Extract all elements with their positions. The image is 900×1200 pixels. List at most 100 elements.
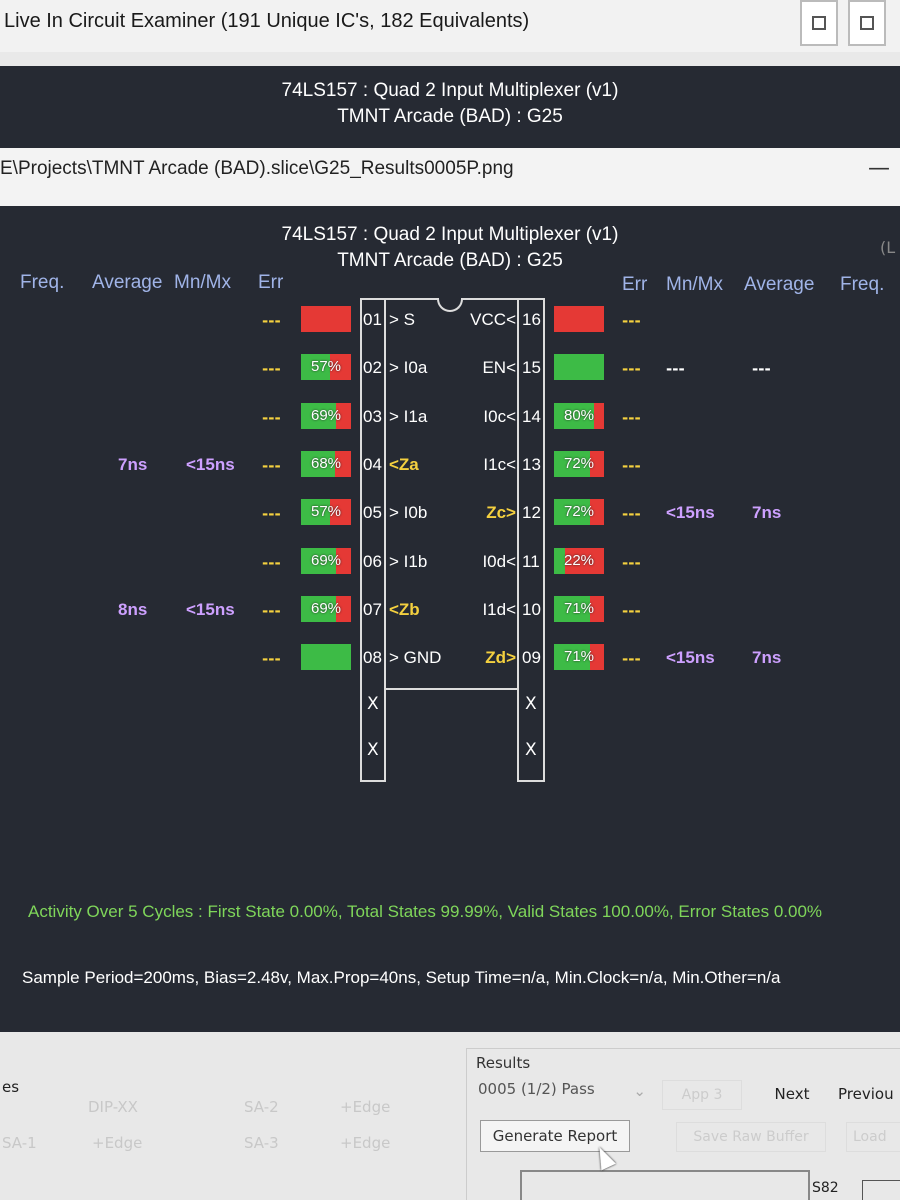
- bar-pass-fill: [301, 644, 351, 671]
- error-count: ---: [262, 505, 281, 524]
- signal-activity-bar: 57%: [301, 499, 351, 526]
- pin-name: > GND: [389, 648, 442, 668]
- pin-name: > S: [389, 310, 415, 329]
- status-text: S82: [812, 1180, 839, 1196]
- generate-report-button[interactable]: Generate Report: [480, 1120, 630, 1152]
- results-label: Results: [476, 1054, 531, 1072]
- sa-2-button[interactable]: SA-2: [244, 1098, 279, 1116]
- error-count: ---: [622, 408, 641, 427]
- bar-percent-label: 71%: [563, 648, 595, 666]
- bar-pass-fill: [554, 499, 590, 526]
- signal-activity-bar: 22%: [554, 547, 604, 574]
- signal-activity-bar: 72%: [554, 450, 604, 477]
- pin-number: 12: [522, 503, 541, 523]
- pin-name: VCC<: [470, 310, 516, 329]
- x-mark: X: [525, 694, 537, 714]
- bar-pass-fill: [301, 402, 336, 429]
- error-count: ---: [622, 456, 641, 475]
- ic-test-panel: 74LS157 : Quad 2 Input Multiplexer (v1) …: [0, 206, 900, 1032]
- panel-board-location: TMNT Arcade (BAD) : G25: [337, 250, 563, 271]
- average-timing: ---: [752, 360, 771, 379]
- bar-pass-fill: [554, 547, 565, 574]
- bar-percent-label: 57%: [310, 503, 342, 521]
- ic-header: 74LS157 : Quad 2 Input Multiplexer (v1) …: [0, 66, 900, 148]
- signal-activity-bar: 68%: [301, 450, 351, 477]
- status-field-right: [862, 1180, 900, 1200]
- sample-parameters: Sample Period=200ms, Bias=2.48v, Max.Pro…: [22, 968, 781, 987]
- pin-number: 05: [363, 503, 382, 523]
- bar-percent-label: 69%: [310, 406, 342, 424]
- corner-label: (L: [880, 238, 896, 257]
- pin-number: 13: [522, 454, 541, 474]
- pin-name: I1d<: [482, 599, 516, 619]
- pin-name: Zc>: [486, 503, 516, 523]
- bar-pass-fill: [301, 354, 330, 381]
- header-mnmx-right: Mn/Mx: [666, 274, 723, 295]
- min-max-timing: <15ns: [186, 454, 235, 474]
- sa-1-button[interactable]: SA-1: [2, 1134, 37, 1152]
- app-button[interactable]: App 3: [662, 1080, 742, 1110]
- signal-activity-bar: [301, 644, 351, 671]
- results-select[interactable]: 0005 (1/2) Pass ⌄: [478, 1080, 654, 1108]
- error-count: ---: [262, 553, 281, 572]
- panel-ic-name: 74LS157 : Quad 2 Input Multiplexer (v1): [281, 224, 619, 245]
- pin-name: I0c<: [483, 406, 516, 426]
- restore-button[interactable]: [848, 0, 886, 46]
- bar-fail-fill: [590, 450, 604, 477]
- minimize-icon[interactable]: —: [868, 156, 890, 181]
- pin-number: 04: [363, 454, 382, 474]
- pin-name: > I1a: [389, 406, 428, 426]
- window-title: Live In Circuit Examiner (191 Unique IC'…: [4, 10, 530, 32]
- error-count: ---: [622, 601, 641, 620]
- header-freq-left: Freq.: [20, 272, 65, 293]
- error-count: ---: [262, 408, 281, 427]
- chevron-down-icon: ⌄: [633, 1082, 646, 1100]
- pin-number: 01: [363, 310, 382, 329]
- average-timing: 7ns: [118, 454, 148, 474]
- pin-name: Zd>: [485, 648, 516, 668]
- average-timing: 7ns: [752, 503, 782, 523]
- x-mark: X: [367, 740, 379, 760]
- error-count: ---: [262, 601, 281, 620]
- pin-name: > I1b: [389, 551, 428, 571]
- edge-button[interactable]: +Edge: [340, 1134, 391, 1152]
- truncated-label: es: [2, 1078, 20, 1096]
- pin-number: 08: [363, 648, 382, 668]
- header-average-left: Average: [92, 272, 163, 293]
- bar-fail-fill: [335, 402, 351, 429]
- maximize-icon: [812, 16, 826, 30]
- controls-area: es DIP-XX SA-2 +Edge SA-1 +Edge SA-3 +Ed…: [0, 1032, 900, 1200]
- error-count: ---: [262, 456, 281, 475]
- bar-fail-fill: [554, 306, 604, 332]
- pin-name: I1c<: [483, 454, 516, 474]
- bar-pass-fill: [554, 595, 590, 622]
- signal-activity-bar: [301, 306, 351, 332]
- min-max-timing: ---: [666, 360, 685, 379]
- bar-fail-fill: [590, 499, 604, 526]
- header-err-left: Err: [258, 272, 284, 293]
- results-select-value: 0005 (1/2) Pass: [478, 1080, 595, 1098]
- edge-button[interactable]: +Edge: [340, 1098, 391, 1116]
- error-count: ---: [262, 650, 281, 669]
- average-timing: 8ns: [118, 599, 148, 619]
- next-button[interactable]: Next: [774, 1085, 810, 1103]
- sa-3-button[interactable]: SA-3: [244, 1134, 279, 1152]
- bar-percent-label: 69%: [310, 599, 342, 617]
- previous-button[interactable]: Previou: [838, 1085, 894, 1103]
- bar-fail-fill: [335, 595, 351, 622]
- load-button[interactable]: Load: [846, 1122, 900, 1152]
- save-raw-buffer-button[interactable]: Save Raw Buffer: [676, 1122, 826, 1152]
- bar-pass-fill: [554, 644, 590, 671]
- bar-fail-fill: [589, 595, 604, 622]
- min-max-timing: <15ns: [666, 648, 715, 668]
- dip-xx-button[interactable]: DIP-XX: [88, 1098, 138, 1116]
- maximize-button[interactable]: [800, 0, 838, 46]
- error-count: ---: [622, 360, 641, 379]
- signal-activity-bar: 72%: [554, 499, 604, 526]
- edge-button[interactable]: +Edge: [92, 1134, 143, 1152]
- bar-pass-fill: [554, 354, 604, 381]
- bar-percent-label: 68%: [310, 454, 342, 472]
- window-titlebar: Live In Circuit Examiner (191 Unique IC'…: [0, 0, 900, 52]
- chip-right-pin-column: [517, 298, 545, 782]
- pin-number: 15: [522, 358, 541, 378]
